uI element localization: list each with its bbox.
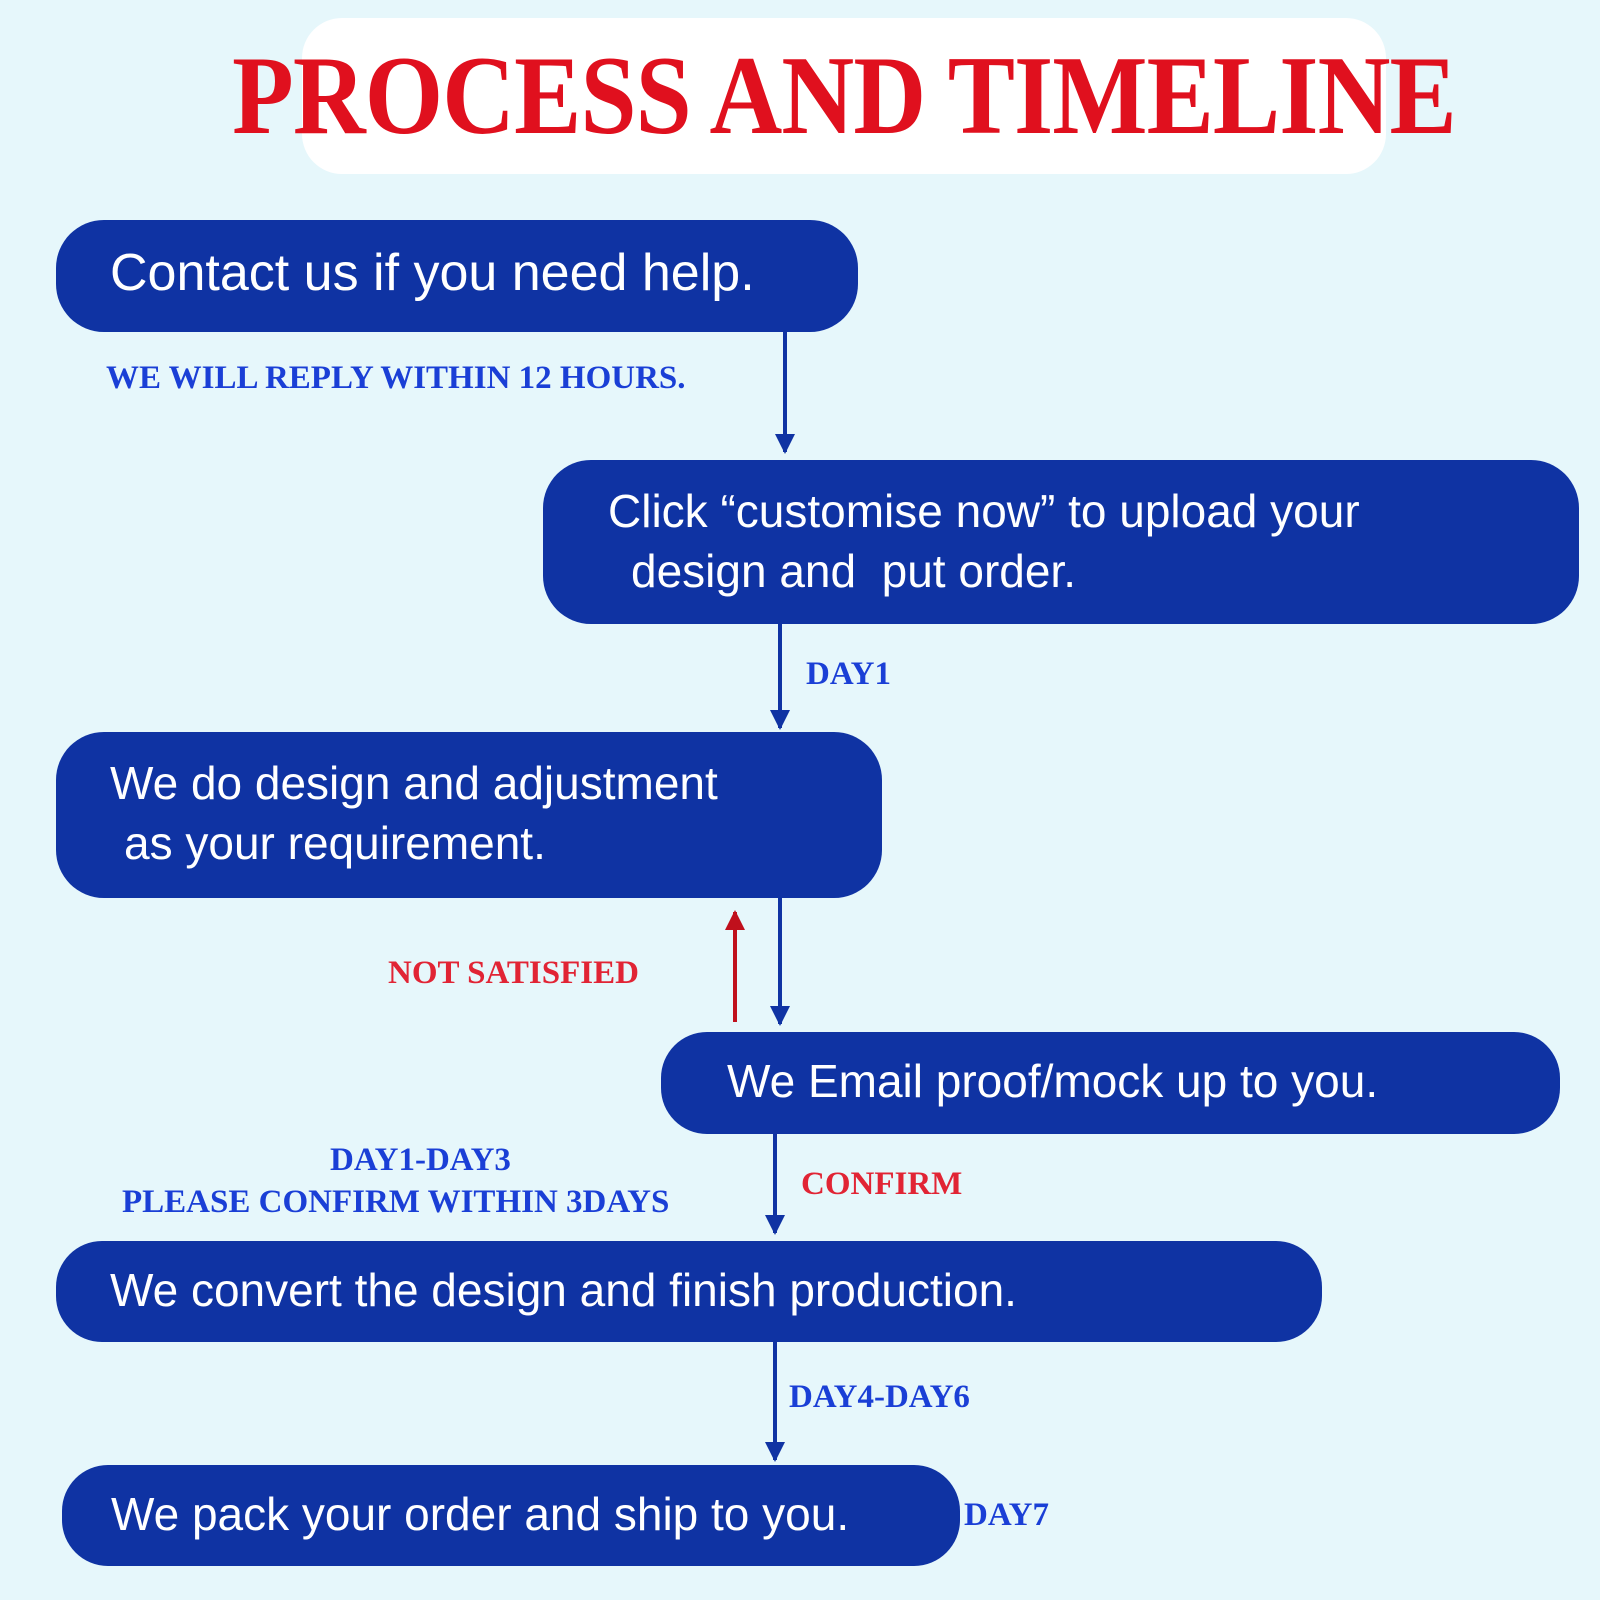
label-day1-day3: DAY1-DAY3 xyxy=(330,1142,511,1178)
label-day4-day6: DAY4-DAY6 xyxy=(789,1379,970,1415)
step-design-line1: We do design and adjustment xyxy=(110,757,718,809)
label-reply-time: WE WILL REPLY WITHIN 12 HOURS. xyxy=(106,360,686,396)
step-customise-line2: design and put order. xyxy=(631,545,1076,597)
step-customise-line1: Click “customise now” to upload your xyxy=(608,485,1360,537)
page-title: PROCESS AND TIMELINE xyxy=(232,33,1457,158)
step-production: We convert the design and finish product… xyxy=(56,1241,1322,1342)
step-email-proof-text: We Email proof/mock up to you. xyxy=(727,1055,1379,1107)
step-ship: We pack your order and ship to you. xyxy=(62,1465,960,1566)
label-confirm-within: PLEASE CONFIRM WITHIN 3DAYS xyxy=(122,1184,670,1220)
label-confirm: CONFIRM xyxy=(801,1166,963,1202)
step-contact: Contact us if you need help. xyxy=(56,220,858,332)
step-contact-text: Contact us if you need help. xyxy=(110,244,755,302)
step-production-text: We convert the design and finish product… xyxy=(110,1264,1017,1316)
step-design: We do design and adjustment as your requ… xyxy=(56,732,882,898)
label-day1: DAY1 xyxy=(806,656,891,692)
step-design-line2: as your requirement. xyxy=(124,817,546,869)
step-email-proof: We Email proof/mock up to you. xyxy=(661,1032,1560,1134)
label-day7: DAY7 xyxy=(964,1497,1049,1533)
title-banner xyxy=(302,18,1386,174)
step-customise: Click “customise now” to upload your des… xyxy=(543,460,1579,624)
label-not-satisfied: NOT SATISFIED xyxy=(388,955,639,991)
step-ship-text: We pack your order and ship to you. xyxy=(111,1488,850,1540)
